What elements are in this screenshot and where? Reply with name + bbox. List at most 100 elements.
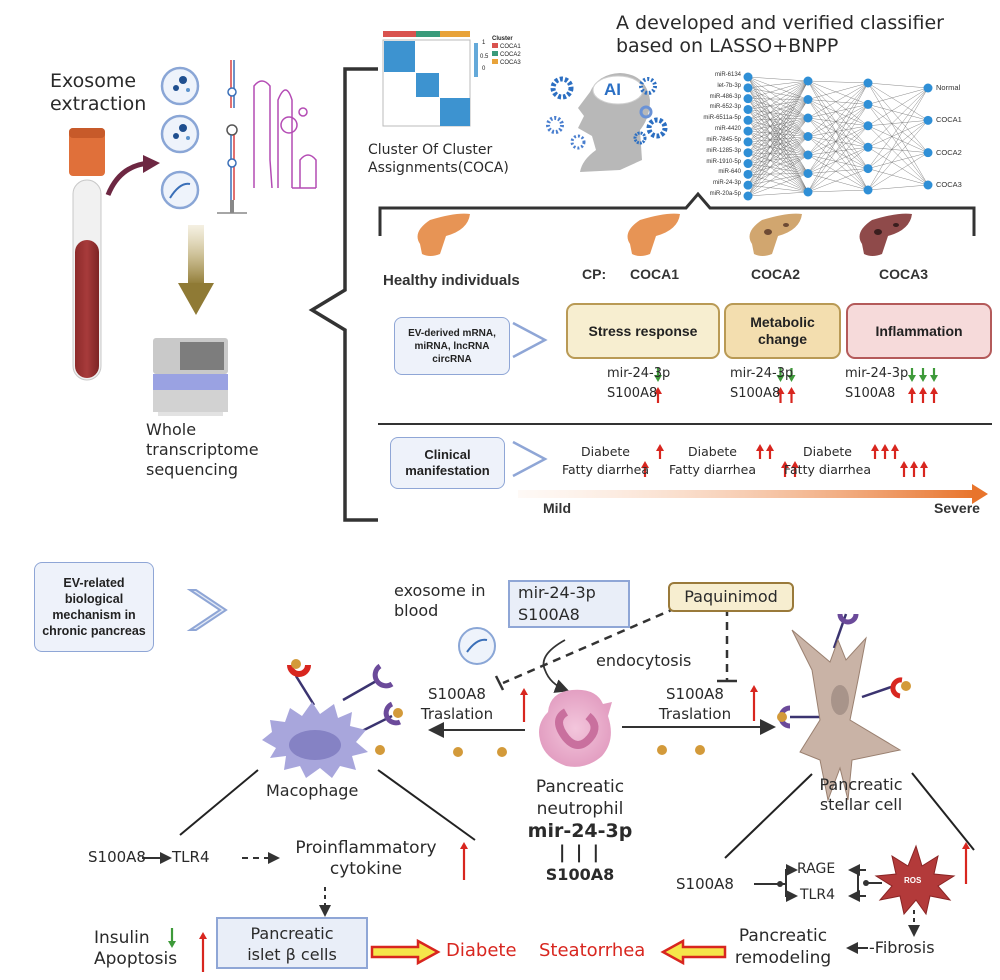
- pancreas-coca1-icon: [627, 213, 680, 256]
- ros-label: ROS: [904, 876, 922, 885]
- endocytosis-arrow: [542, 639, 570, 693]
- group-healthy-label: Healthy individuals: [383, 272, 520, 289]
- nn-edge: [747, 191, 809, 197]
- nn-hidden-node: [863, 99, 873, 109]
- nn-edge: [747, 87, 809, 100]
- blood-marker-box: mir-24-3p S100A8: [508, 580, 630, 628]
- nn-edge: [807, 173, 869, 191]
- mir-label: mir-24-3p: [845, 366, 909, 381]
- translation-right-line2: Traslation: [658, 705, 732, 723]
- nn-edge: [807, 82, 869, 137]
- nn-edge: [807, 99, 869, 105]
- nn-edge: [747, 80, 809, 175]
- paquinimod-label: Paquinimod: [684, 587, 778, 606]
- nn-edge: [747, 99, 809, 197]
- nn-edge: [747, 154, 809, 175]
- nn-edge: [747, 87, 809, 119]
- nn-output-node: [923, 148, 933, 158]
- nn-input-label: miR-1285-3p: [706, 147, 741, 154]
- nn-edge: [867, 120, 929, 169]
- classifier-bracket: [378, 191, 976, 236]
- nn-edge: [747, 117, 809, 153]
- up-arrow-icon: [910, 461, 918, 477]
- nn-edge: [867, 87, 929, 169]
- nn-edge: [747, 98, 809, 137]
- nn-hidden-node: [863, 185, 873, 195]
- nn-edge: [807, 125, 869, 156]
- paquinimod-inhibit-neutrophil: [502, 606, 677, 685]
- nn-input-node: [743, 137, 753, 147]
- nn-edge: [867, 87, 929, 148]
- group-coca1-label: COCA1: [630, 266, 680, 282]
- nn-edge: [807, 99, 869, 126]
- nn-edge: [747, 80, 809, 88]
- nn-input-node: [743, 180, 753, 190]
- outcome-steatorrhea: Steatorrhea: [539, 940, 646, 961]
- nn-edge: [747, 152, 809, 174]
- legend-swatch: [492, 59, 498, 64]
- nn-output-label: COCA1: [936, 115, 962, 125]
- chevron-mechanism-icon: [186, 589, 228, 631]
- mechanism-label: EV-related biological mechanism in chron…: [42, 576, 146, 638]
- up-arrow-icon: [871, 444, 879, 459]
- nn-edge: [747, 98, 809, 174]
- nn-input-label: miR-24-3p: [712, 180, 741, 187]
- nn-edge: [747, 76, 809, 193]
- remodel-line1: Pancreatic: [738, 926, 828, 946]
- ros-star-icon: [874, 844, 956, 916]
- nn-edge: [747, 154, 809, 197]
- nn-edge: [747, 130, 809, 174]
- group-coca3-label: COCA3: [879, 266, 929, 282]
- nn-edge: [807, 80, 869, 148]
- nn-edge: [747, 130, 809, 193]
- stellate-cell-icon: [777, 613, 911, 802]
- neutrophil-line2: neutrophil: [536, 799, 624, 819]
- neural-network: [743, 72, 933, 201]
- up-arrow-icon: [919, 387, 927, 403]
- exosome-blood-label: exosome in blood: [394, 581, 486, 621]
- nn-edge: [747, 99, 809, 143]
- coca-scale-max: 1: [482, 40, 486, 46]
- nn-hidden-node: [803, 169, 813, 178]
- up-arrow-icon: [881, 444, 889, 459]
- clinical-label: Clinical manifestation: [405, 447, 490, 478]
- nn-output-label: COCA3: [936, 180, 962, 189]
- legend-label: COCA1: [500, 44, 521, 50]
- down-arrow-icon: [776, 368, 785, 382]
- pancreas-coca2-icon: [749, 213, 802, 256]
- mechanism-box: EV-related biological mechanism in chron…: [34, 562, 154, 652]
- ros-up-arrow-icon: [962, 842, 970, 884]
- nn-edge: [807, 80, 869, 84]
- mac-s100-label: S100A8: [88, 848, 146, 866]
- nn-output-label: COCA2: [936, 147, 962, 157]
- nn-edge: [747, 117, 809, 186]
- pancreas-coca3-icon: [859, 213, 912, 256]
- nn-edge: [747, 152, 809, 193]
- nn-edge: [807, 104, 869, 193]
- fatty-diarrhea-label: Fatty diarrhea: [668, 462, 757, 477]
- nn-input-label: miR-6511a-5p: [703, 115, 741, 122]
- nn-edge: [807, 104, 869, 137]
- diabete-label: Diabete: [803, 444, 852, 459]
- mac-tlr4-label: TLR4: [172, 848, 210, 866]
- classifier-title-line2: based on LASSO+BNPP: [616, 35, 839, 57]
- sequencing-arrow: [188, 225, 204, 285]
- nn-hidden-node: [803, 132, 813, 141]
- classifier-title-line1: A developed and verified classifier: [616, 12, 944, 34]
- nn-edge: [747, 173, 809, 197]
- up-arrow-icon: [787, 387, 796, 403]
- s100-label: S100A8: [845, 386, 896, 401]
- nn-edge: [867, 147, 929, 153]
- nn-edge: [747, 120, 809, 156]
- nn-edge: [747, 173, 809, 175]
- severity-bar: [518, 490, 974, 498]
- nn-edge: [747, 99, 809, 153]
- nn-edge: [807, 80, 869, 191]
- group-cp-prefix: CP:: [582, 266, 607, 282]
- nn-edge: [747, 120, 809, 137]
